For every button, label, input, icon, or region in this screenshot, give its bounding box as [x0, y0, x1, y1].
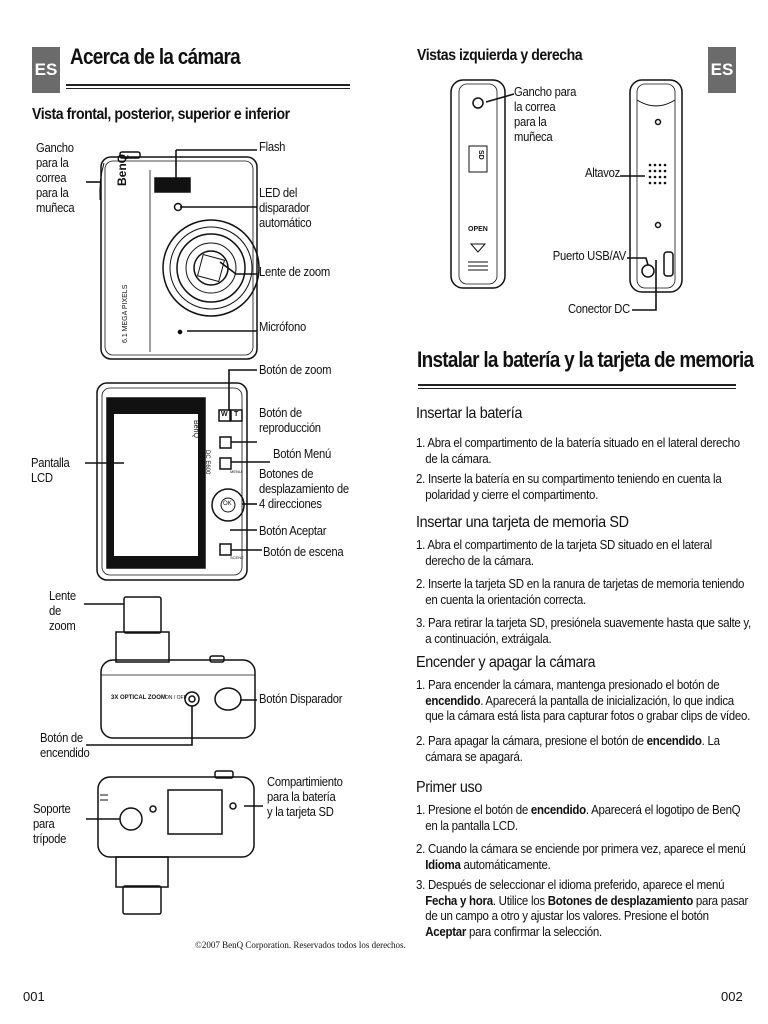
header-rules — [66, 84, 736, 389]
label-strap-hook: Gancho para la correa para la muñeca — [36, 141, 75, 215]
copyright-footer: ©2007 BenQ Corporation. Reservados todos… — [195, 940, 406, 950]
step-text: . Utilice los — [492, 893, 548, 908]
label-power-button: Botón de encendido — [40, 731, 90, 760]
label-zoom-lens-top: Lente de zoom — [49, 589, 76, 633]
label-battery-compartment: Compartimiento para la batería y la tarj… — [267, 775, 343, 819]
step-text: para confirmar la selección. — [466, 924, 602, 939]
label-tripod-mount: Soporte para trípode — [33, 802, 71, 846]
instruction-step: 1. Presione el botón de encendido. Apare… — [416, 803, 752, 834]
step-number: 2. — [416, 472, 428, 486]
step-emphasis: encendido — [530, 803, 586, 817]
step-text: Abra el compartimento de la batería situ… — [425, 436, 740, 466]
side-views-title: Vistas izquierda y derecha — [417, 47, 583, 64]
label-scene-button: Botón de escena — [263, 545, 344, 559]
label-zoom-lens: Lente de zoom — [259, 265, 330, 279]
page-number-left: 001 — [23, 989, 45, 1004]
step-text: automáticamente. — [460, 857, 551, 872]
label-self-timer-led: LED del disparador automático — [259, 186, 312, 230]
camera-open-text: OPEN — [468, 226, 488, 233]
label-speaker: Altavoz — [584, 166, 620, 180]
step-text: Inserte la batería en su compartimento t… — [425, 472, 722, 502]
step-text: Presione el botón de — [427, 803, 531, 817]
button-w-text: W — [221, 411, 228, 418]
step-text: para pasar de un campo a otro y ajustar … — [425, 893, 749, 924]
camera-brand-front: BenQ — [115, 153, 129, 186]
label-accept-button: Botón Aceptar — [259, 524, 327, 538]
step-emphasis: Fecha y hora — [425, 893, 493, 908]
section-title: Insertar una tarjeta de memoria SD — [416, 514, 629, 531]
label-zoom-button: Botón de zoom — [259, 363, 332, 377]
instruction-step: 3. Para retirar la tarjeta SD, presiónel… — [416, 616, 752, 647]
step-number: 2. — [416, 734, 428, 748]
camera-brand-back: BenQ — [192, 420, 199, 438]
label-playback-button: Botón de reproducción — [259, 406, 321, 435]
step-text: Inserte la tarjeta SD en la ranura de ta… — [425, 577, 745, 607]
instruction-step: 3. Después de seleccionar el idioma pref… — [416, 878, 752, 940]
step-text: Abra el compartimento de la tarjeta SD s… — [425, 538, 712, 568]
label-lcd-screen: Pantalla LCD — [31, 456, 70, 485]
button-scene-text: SCENE — [230, 555, 244, 560]
camera-bottom-drawing — [97, 770, 255, 915]
views-subtitle: Vista frontal, posterior, superior e inf… — [32, 106, 290, 123]
step-emphasis: encendido — [646, 734, 702, 748]
step-text: Para retirar la tarjeta SD, presiónela s… — [425, 616, 751, 646]
step-emphasis: encendido — [425, 693, 481, 708]
camera-front-drawing — [99, 151, 260, 360]
step-text: . Aparecerá el logotipo de BenQ en la pa… — [425, 803, 741, 833]
camera-left-side-drawing — [450, 79, 506, 289]
install-title: Instalar la batería y la tarjeta de memo… — [417, 347, 754, 372]
camera-sd-text: SD — [477, 150, 484, 160]
step-number: 2. — [416, 842, 428, 856]
label-menu-button: Botón Menú — [273, 447, 331, 461]
section-title: Primer uso — [416, 779, 483, 796]
language-badge-right: ES — [708, 47, 736, 93]
instruction-step: 2. Inserte la tarjeta SD en la ranura de… — [416, 577, 752, 608]
page-title-about: Acerca de la cámara — [70, 44, 241, 69]
language-badge-left: ES — [32, 47, 60, 93]
button-t-text: T — [234, 411, 239, 418]
label-dc-connector: Conector DC — [567, 302, 630, 316]
step-number: 3. — [416, 878, 428, 892]
label-usb-port: Puerto USB/AV — [552, 249, 626, 263]
step-text: Para encender la cámara, mantenga presio… — [427, 678, 720, 692]
label-microphone: Micrófono — [259, 320, 306, 334]
step-number: 1. — [416, 538, 428, 552]
step-number: 1. — [416, 436, 428, 450]
label-flash: Flash — [259, 140, 286, 154]
camera-top-drawing — [100, 596, 256, 739]
label-shutter-button: Botón Disparador — [259, 692, 343, 706]
step-emphasis: Botones de desplazamiento — [547, 893, 693, 908]
page-number-right: 002 — [721, 989, 743, 1004]
instruction-step: 1. Para encender la cámara, mantenga pre… — [416, 678, 752, 725]
step-text: Cuando la cámara se enciende por primera… — [427, 842, 746, 856]
camera-model-text: DC E600 — [204, 450, 210, 475]
instruction-step: 2. Inserte la batería en su compartiment… — [416, 472, 752, 503]
camera-optical-zoom-text: 3X OPTICAL ZOOM — [111, 695, 166, 701]
button-ok-text: OK — [223, 501, 232, 507]
label-side-strap-hook: Gancho para la correa para la muñeca — [514, 85, 577, 144]
step-emphasis: Idioma — [425, 857, 461, 872]
step-emphasis: Aceptar — [425, 924, 467, 939]
section-title: Insertar la batería — [416, 405, 523, 422]
camera-mega-text: 6.1 MEGA PIXELS — [122, 284, 129, 343]
camera-back-drawing — [96, 382, 248, 581]
instruction-step: 2. Cuando la cámara se enciende por prim… — [416, 842, 752, 873]
step-number: 2. — [416, 577, 428, 591]
camera-onoff-text: ON / OFF — [165, 695, 187, 701]
step-number: 1. — [416, 678, 428, 692]
step-number: 3. — [416, 616, 428, 630]
instruction-step: 2. Para apagar la cámara, presione el bo… — [416, 734, 752, 765]
step-number: 1. — [416, 803, 428, 817]
instruction-step: 1. Abra el compartimento de la tarjeta S… — [416, 538, 752, 569]
button-menu-text: MENU — [230, 469, 242, 474]
instruction-step: 1. Abra el compartimento de la batería s… — [416, 436, 752, 467]
label-nav-buttons: Botones de desplazamiento de 4 direccion… — [259, 467, 349, 511]
callout-lines — [84, 93, 657, 820]
step-text: Después de seleccionar el idioma preferi… — [427, 878, 725, 892]
section-title: Encender y apagar la cámara — [416, 654, 596, 671]
step-text: . La cámara se apagará. — [425, 734, 720, 764]
step-text: Para apagar la cámara, presione el botón… — [427, 734, 647, 748]
step-text: . Aparecerá la pantalla de inicializació… — [425, 693, 751, 724]
